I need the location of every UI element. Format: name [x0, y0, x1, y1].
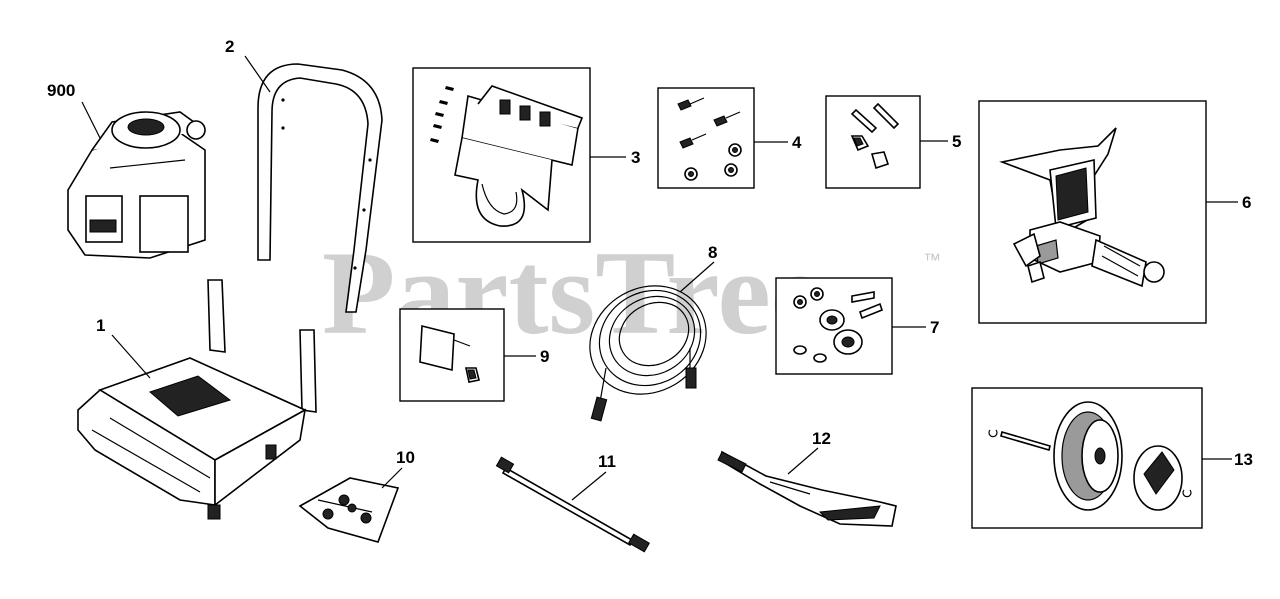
leader-2 [244, 55, 271, 93]
screw-set-3 [430, 86, 454, 143]
wheel-hardware-part [793, 287, 883, 363]
callout-8[interactable]: 8 [708, 243, 717, 262]
callout-10[interactable]: 10 [396, 448, 415, 467]
kit-box-5[interactable] [825, 95, 921, 189]
trademark: ™ [923, 250, 941, 270]
clip-part [419, 324, 480, 383]
bolt-clip-part [850, 102, 900, 170]
watermark: PartsTree [322, 226, 824, 359]
wand-part[interactable] [495, 456, 650, 553]
wheel-part [988, 401, 1192, 511]
callout-900[interactable]: 900 [47, 81, 75, 100]
engine-part[interactable] [67, 111, 206, 259]
callout-3[interactable]: 3 [631, 148, 640, 167]
kit-box-4[interactable] [657, 87, 755, 189]
spray-gun-part[interactable] [717, 450, 897, 527]
callout-7[interactable]: 7 [930, 318, 939, 337]
callout-1[interactable]: 1 [96, 316, 105, 335]
callout-5[interactable]: 5 [952, 132, 961, 151]
bracket-part [454, 85, 584, 227]
leader-1 [111, 334, 151, 379]
leader-12 [787, 447, 819, 475]
callout-4[interactable]: 4 [792, 133, 802, 152]
callout-13[interactable]: 13 [1234, 450, 1253, 469]
callout-6[interactable]: 6 [1242, 193, 1251, 212]
callout-2[interactable]: 2 [225, 37, 234, 56]
hose-part[interactable] [570, 265, 726, 422]
leader-900 [81, 101, 101, 139]
leader-8 [679, 261, 715, 293]
callout-12[interactable]: 12 [812, 429, 831, 448]
leader-10 [381, 467, 403, 489]
callout-9[interactable]: 9 [540, 347, 549, 366]
frame-part[interactable] [77, 279, 317, 520]
callout-11[interactable]: 11 [598, 452, 616, 471]
pump-part [999, 127, 1165, 288]
handle-part[interactable] [257, 63, 383, 313]
mount-bracket-part[interactable] [298, 477, 400, 543]
hardware-part [677, 97, 742, 181]
leader-11 [571, 471, 607, 501]
